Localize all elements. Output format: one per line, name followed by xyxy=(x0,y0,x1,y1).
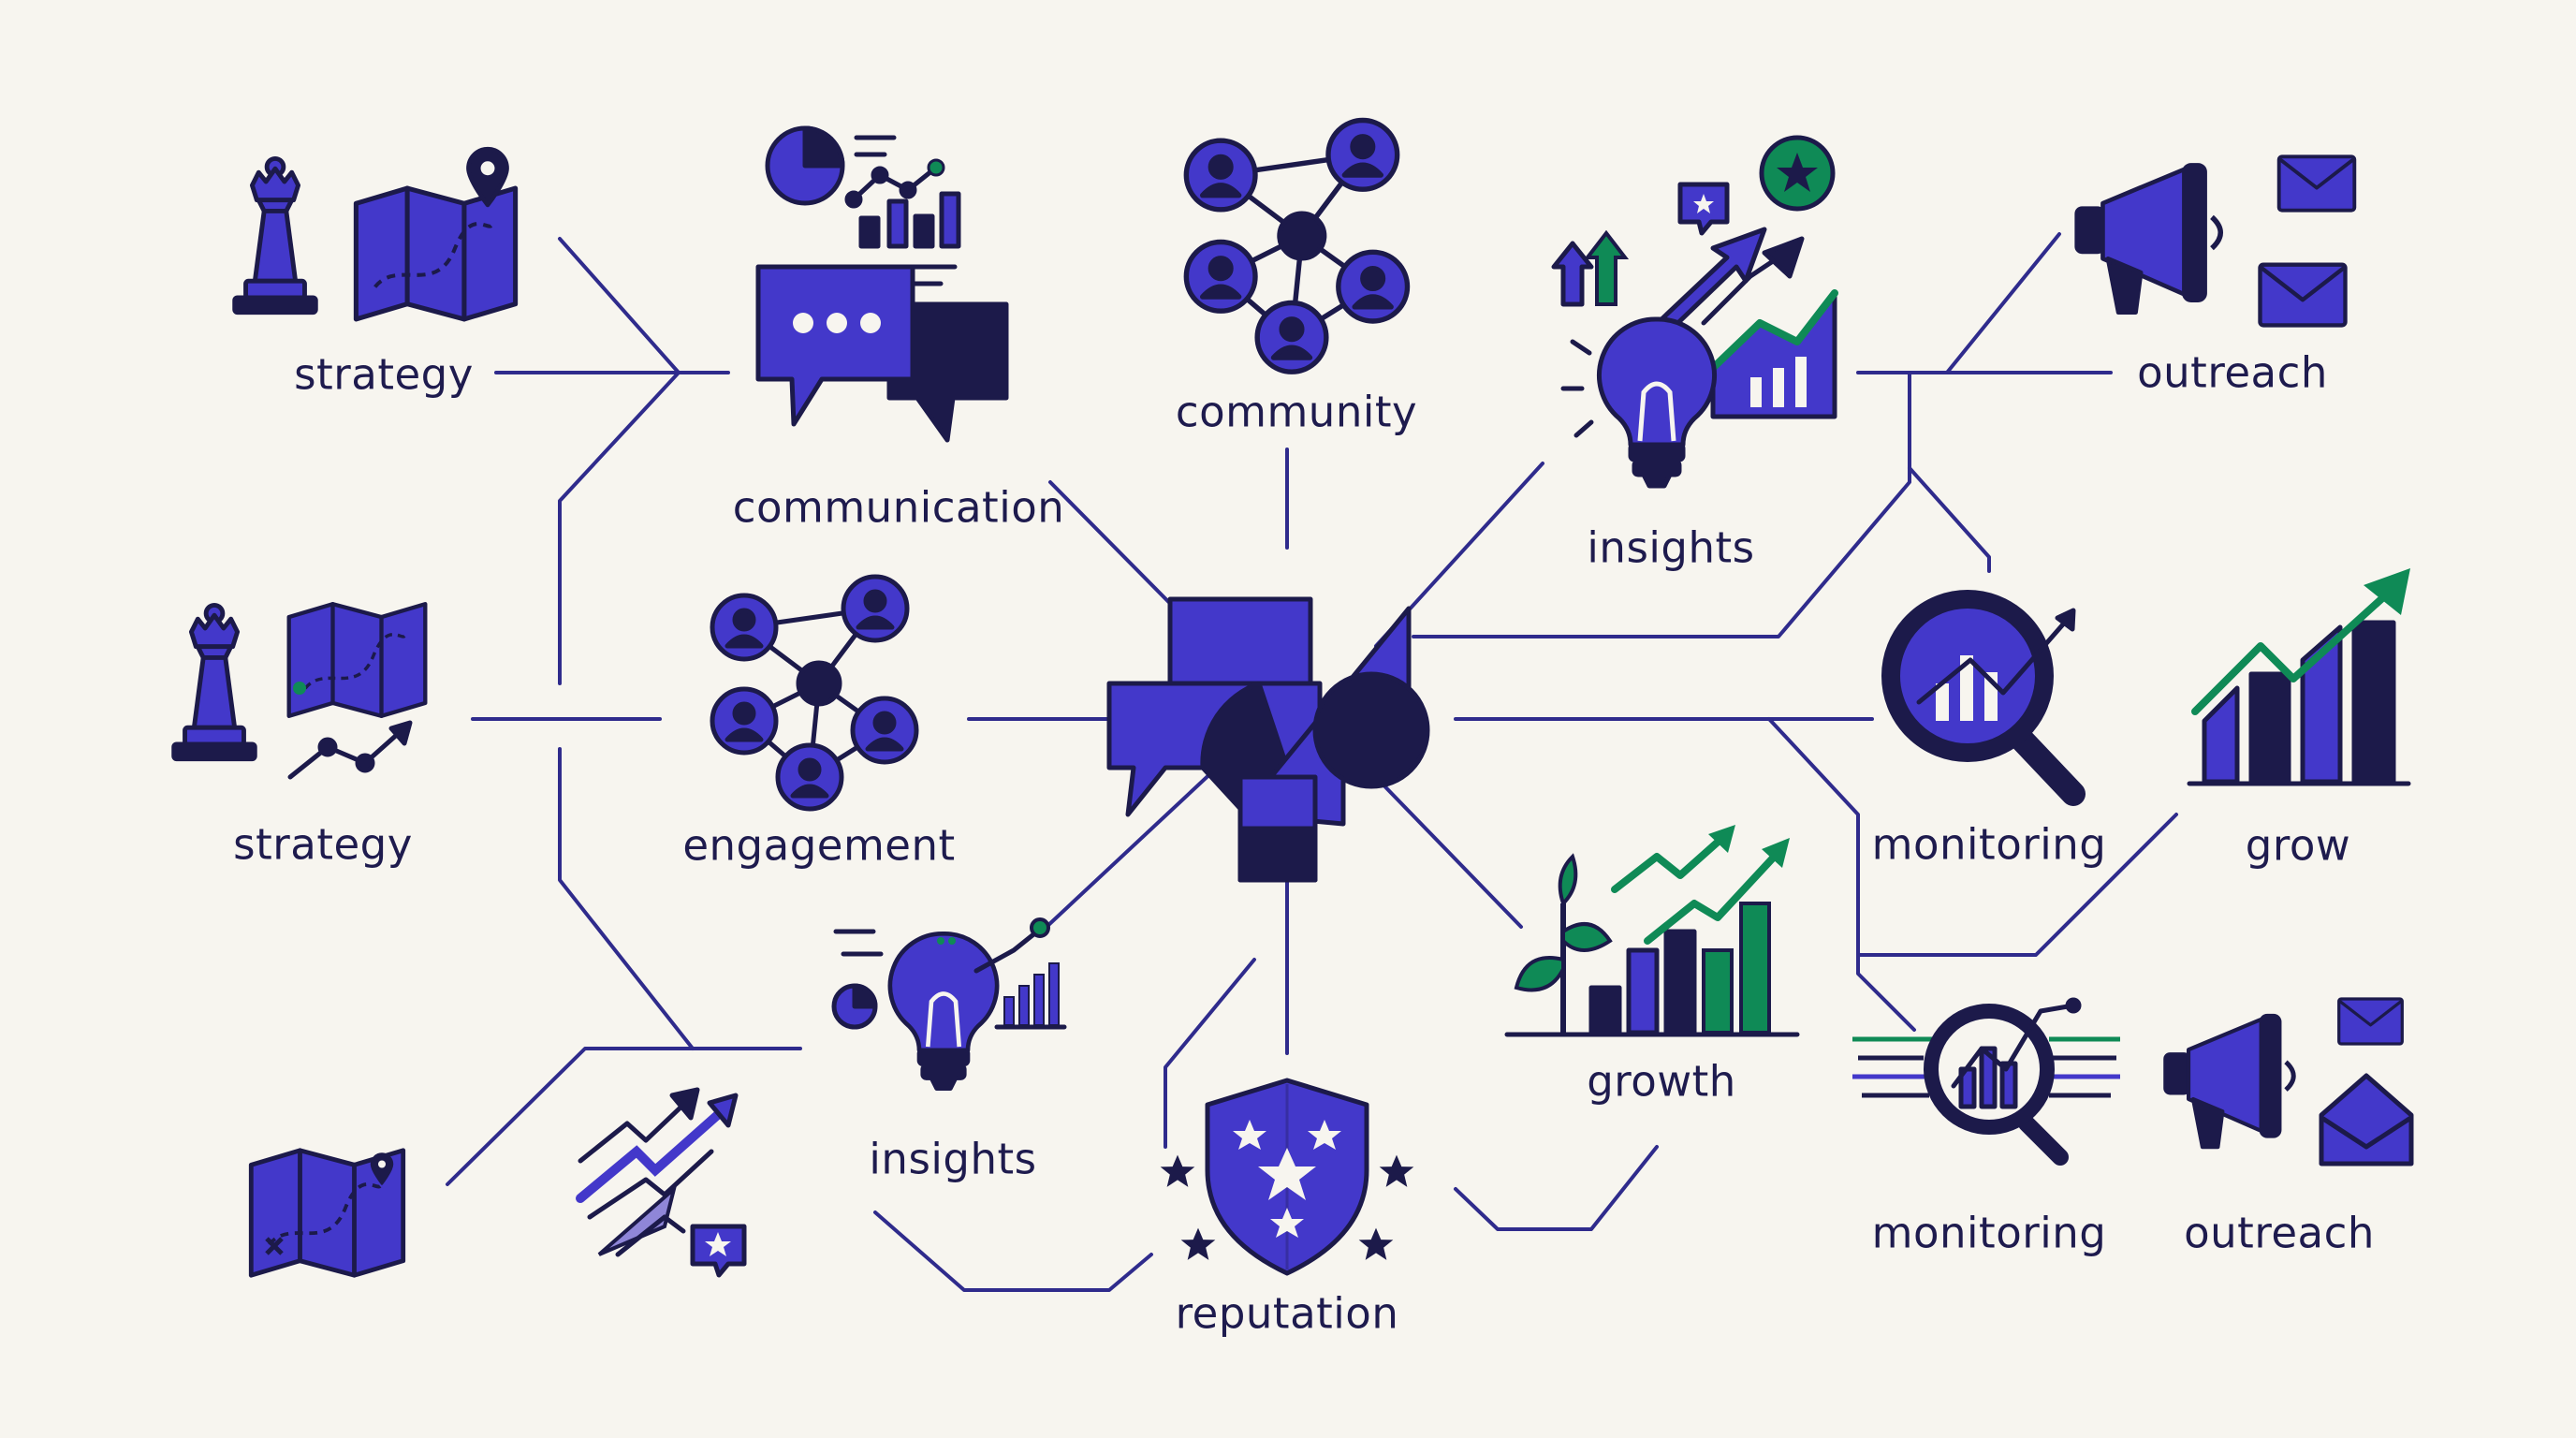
speech-puzzle-hub-icon xyxy=(1106,596,1430,883)
node-outreach-top: outreach xyxy=(2232,243,2233,398)
label-communication: communication xyxy=(732,482,1065,533)
node-growth: growth xyxy=(1504,825,1800,1107)
connector-bracket-left-top xyxy=(558,237,681,374)
lightbulb-growth-icon xyxy=(1551,135,1838,529)
label-strategy-mid: strategy xyxy=(233,819,413,870)
connector-monitoring-bottom xyxy=(1856,897,1916,1032)
chess-queen-map-icon xyxy=(159,599,440,780)
connector-hub-growth xyxy=(1365,766,1523,929)
node-engagement: engagement xyxy=(682,688,955,871)
people-network-icon xyxy=(679,571,941,796)
node-strategy-top: strategy xyxy=(384,248,385,400)
connector-outreach-bracket xyxy=(1412,232,2061,638)
hub xyxy=(1106,596,1430,883)
label-community: community xyxy=(1175,387,1418,437)
node-grow: grow xyxy=(2187,568,2411,871)
connector-map-bottom xyxy=(446,1047,802,1186)
node-insights-bottom: insights xyxy=(831,917,1067,1184)
node-map-bottom xyxy=(329,1212,330,1213)
label-monitoring-bottom: monitoring xyxy=(1871,1208,2107,1258)
node-community: community xyxy=(1176,245,1417,437)
label-insights-bottom: insights xyxy=(869,1134,1037,1184)
lightbulb-chart-icon xyxy=(831,917,1067,1119)
label-grow: grow xyxy=(2245,820,2351,871)
connector-hub-insights-bottom xyxy=(1045,766,1219,929)
label-strategy-top: strategy xyxy=(294,349,474,400)
megaphone-mail-icon xyxy=(2162,997,2414,1167)
label-monitoring-mid: monitoring xyxy=(1871,819,2107,870)
label-insights-top: insights xyxy=(1587,522,1755,573)
label-growth: growth xyxy=(1587,1056,1736,1107)
rising-arrows-star-icon xyxy=(576,1087,747,1278)
magnifier-chart-icon xyxy=(1852,997,2120,1166)
connector-insights-reputation xyxy=(873,1211,1153,1292)
folded-map-icon xyxy=(241,1145,418,1285)
node-strategy-mid: strategy xyxy=(323,693,324,870)
megaphone-mail-icon xyxy=(2073,154,2373,342)
plant-growth-chart-icon xyxy=(1504,825,1800,1037)
node-reputation: reputation xyxy=(1160,1078,1414,1339)
node-communication: communication xyxy=(733,125,1064,533)
chess-queen-map-icon xyxy=(220,145,538,332)
shield-stars-icon xyxy=(1160,1078,1414,1276)
node-monitoring-mid: monitoring xyxy=(1872,693,2106,870)
connector-reputation-left xyxy=(1164,958,1256,1149)
node-monitoring-bottom: monitoring xyxy=(1852,997,2120,1258)
people-network-icon xyxy=(1170,114,1413,358)
chat-bubbles-chart-icon xyxy=(755,125,1009,443)
label-engagement: engagement xyxy=(682,820,956,871)
connector-left-down xyxy=(558,747,695,1050)
connector-monitor-branch xyxy=(1908,466,1991,573)
connector-bracket-left-mid xyxy=(558,371,681,685)
label-outreach-top: outreach xyxy=(2137,347,2328,398)
magnifier-chart-icon xyxy=(1881,590,2106,824)
node-arrows-bottom xyxy=(576,1087,747,1278)
label-reputation: reputation xyxy=(1175,1288,1399,1339)
node-outreach-bottom: outreach xyxy=(2279,1091,2414,1258)
connector-growth-bottom xyxy=(1454,1145,1659,1231)
bar-chart-arrow-icon xyxy=(2187,568,2411,786)
label-outreach-bottom: outreach xyxy=(2184,1208,2375,1258)
